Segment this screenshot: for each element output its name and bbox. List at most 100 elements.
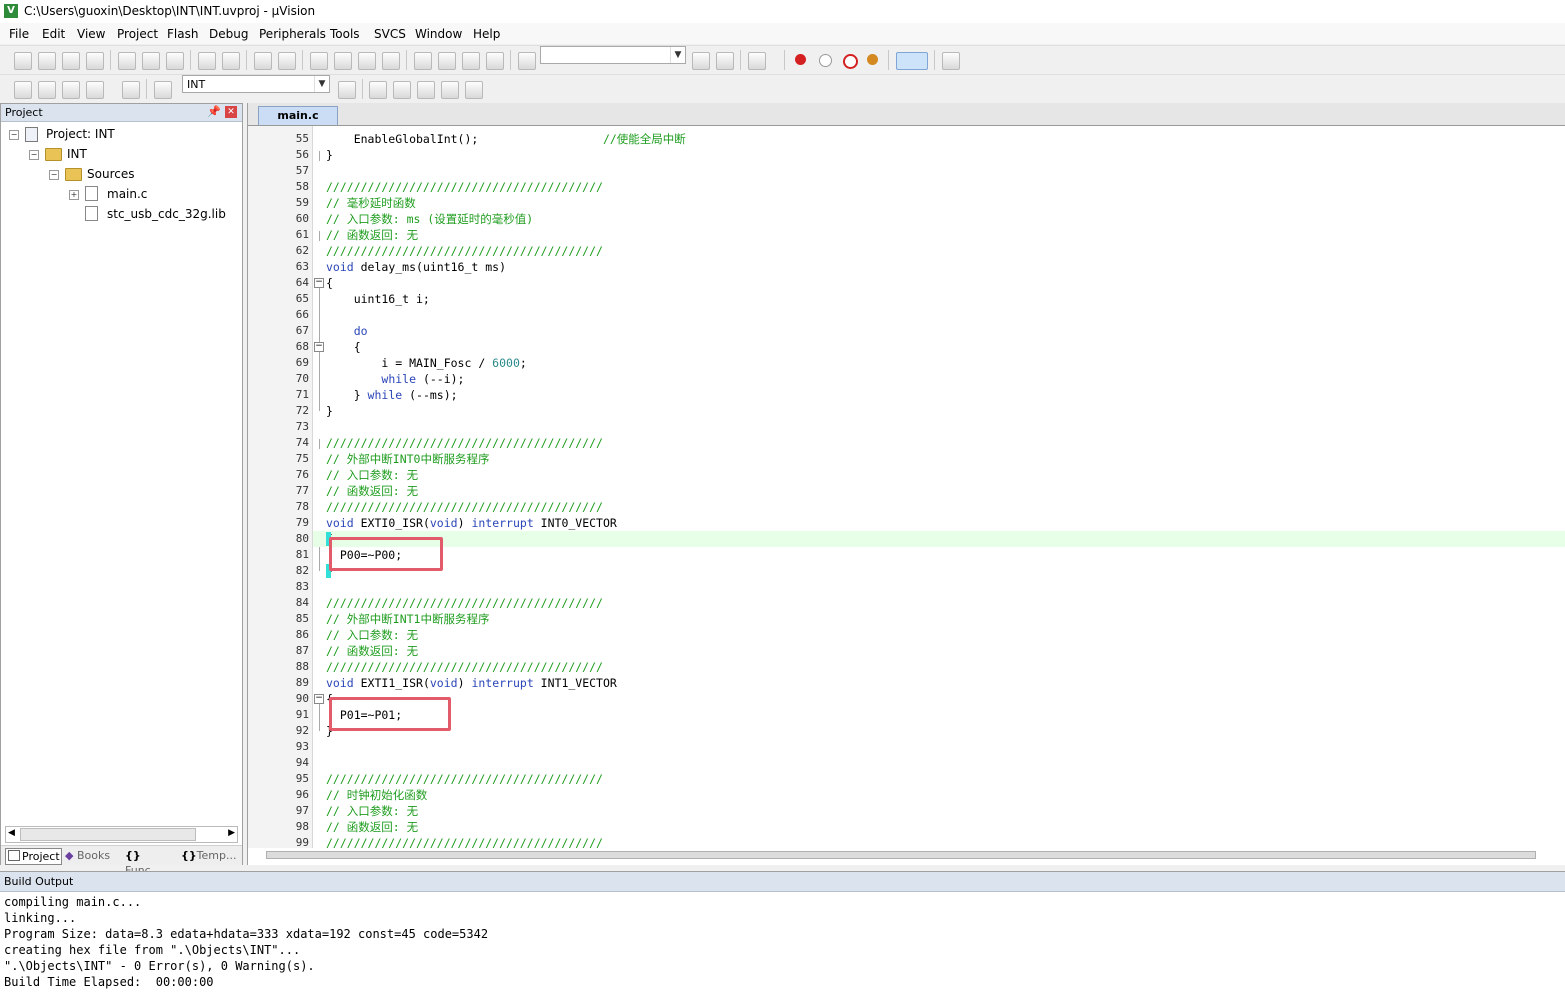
menu-svcs[interactable]: SVCS bbox=[374, 27, 406, 41]
cut-icon[interactable] bbox=[118, 52, 136, 70]
target-select[interactable]: INT ▼ bbox=[182, 75, 330, 93]
menu-edit[interactable]: Edit bbox=[42, 27, 66, 41]
copy-icon[interactable] bbox=[142, 52, 160, 70]
code-token: // 时钟初始化函数 bbox=[326, 788, 428, 802]
disable-breakpoint-icon[interactable] bbox=[819, 54, 832, 67]
functions-icon: {} bbox=[125, 849, 141, 862]
find-icon[interactable] bbox=[692, 52, 710, 70]
download-icon[interactable] bbox=[154, 81, 172, 99]
save-icon[interactable] bbox=[62, 52, 80, 70]
chevron-down-icon[interactable]: ▼ bbox=[670, 47, 685, 63]
scroll-right-icon[interactable]: ▶ bbox=[228, 828, 235, 838]
incremental-find-icon[interactable] bbox=[716, 52, 734, 70]
paste-icon[interactable] bbox=[166, 52, 184, 70]
project-horizontal-scrollbar[interactable]: ◀ ▶ bbox=[5, 826, 238, 843]
chevron-down-icon[interactable]: ▼ bbox=[314, 76, 329, 92]
select-packs-icon[interactable] bbox=[417, 81, 435, 99]
pin-icon[interactable]: 📌 bbox=[207, 105, 221, 118]
undo-icon[interactable] bbox=[198, 52, 216, 70]
fold-toggle-icon[interactable]: − bbox=[314, 693, 324, 704]
code-token: EnableGlobalInt(); bbox=[326, 132, 603, 146]
collapse-icon[interactable]: − bbox=[49, 170, 59, 180]
line-number: 99 bbox=[295, 836, 309, 849]
tab-books-label: Books bbox=[76, 849, 111, 862]
build-line: ".\Objects\INT" - 0 Error(s), 0 Warning(… bbox=[4, 959, 315, 973]
tree-project-root[interactable]: Project: INT bbox=[46, 127, 115, 141]
fold-toggle-icon[interactable]: − bbox=[314, 277, 324, 288]
open-file-icon[interactable] bbox=[38, 52, 56, 70]
build-icon[interactable] bbox=[38, 81, 56, 99]
prev-bookmark-icon[interactable] bbox=[334, 52, 352, 70]
manage-components-icon[interactable] bbox=[369, 81, 387, 99]
code-line: // 入口参数: ms (设置延时的毫秒值) bbox=[326, 211, 533, 227]
menu-window[interactable]: Window bbox=[415, 27, 463, 41]
target-options-icon[interactable] bbox=[338, 81, 356, 99]
indent-icon[interactable] bbox=[414, 52, 432, 70]
batch-build-icon[interactable] bbox=[86, 81, 104, 99]
fold-end-line bbox=[319, 231, 320, 241]
disable-all-breakpoints-icon[interactable] bbox=[843, 54, 858, 69]
breakpoint-icon[interactable] bbox=[795, 54, 806, 65]
brace-match-marker bbox=[326, 532, 331, 546]
code-token: INT1_VECTOR bbox=[533, 676, 617, 690]
tree-target[interactable]: INT bbox=[67, 147, 87, 161]
code-token: void bbox=[326, 260, 354, 274]
tree-group-sources[interactable]: Sources bbox=[87, 167, 135, 181]
redo-icon[interactable] bbox=[222, 52, 240, 70]
close-icon[interactable]: ✕ bbox=[225, 106, 237, 118]
uncomment-icon[interactable] bbox=[486, 52, 504, 70]
window-layout-icon[interactable] bbox=[896, 52, 928, 70]
new-file-icon[interactable] bbox=[14, 52, 32, 70]
find-in-files-icon[interactable] bbox=[518, 52, 536, 70]
code-line: //////////////////////////////////////// bbox=[326, 595, 603, 611]
code-editor[interactable]: EnableGlobalInt(); //使能全局中断}////////////… bbox=[313, 126, 1565, 848]
code-line: //////////////////////////////////////// bbox=[326, 771, 603, 787]
navigate-back-icon[interactable] bbox=[254, 52, 272, 70]
find-combo[interactable]: ▼ bbox=[540, 46, 686, 64]
rebuild-icon[interactable] bbox=[62, 81, 80, 99]
next-bookmark-icon[interactable] bbox=[358, 52, 376, 70]
unindent-icon[interactable] bbox=[438, 52, 456, 70]
tab-books[interactable]: ◆ Books bbox=[65, 848, 119, 863]
navigate-forward-icon[interactable] bbox=[278, 52, 296, 70]
editor-horizontal-scrollbar[interactable] bbox=[266, 851, 1536, 859]
stop-build-icon[interactable] bbox=[122, 81, 140, 99]
menu-tools[interactable]: Tools bbox=[330, 27, 360, 41]
run-time-environment-icon[interactable] bbox=[441, 81, 459, 99]
fold-line bbox=[319, 704, 320, 731]
menu-project[interactable]: Project bbox=[117, 27, 159, 41]
menu-help[interactable]: Help bbox=[473, 27, 501, 41]
code-token: i = MAIN_Fosc / bbox=[326, 356, 493, 370]
pack-installer-icon[interactable] bbox=[465, 81, 483, 99]
menu-debug[interactable]: Debug bbox=[209, 27, 249, 41]
expand-icon[interactable]: + bbox=[69, 190, 79, 200]
save-all-icon[interactable] bbox=[86, 52, 104, 70]
translate-icon[interactable] bbox=[14, 81, 32, 99]
scrollbar-thumb[interactable] bbox=[20, 828, 196, 841]
tab-functions[interactable]: {} Func... bbox=[125, 848, 177, 877]
scroll-left-icon[interactable]: ◀ bbox=[8, 828, 15, 838]
tab-main-c[interactable]: main.c bbox=[258, 106, 338, 125]
build-output-log[interactable]: compiling main.c... linking... Program S… bbox=[4, 894, 488, 990]
code-token: (--ms); bbox=[402, 388, 458, 402]
tab-project[interactable]: Project bbox=[5, 848, 62, 865]
code-line: P00=~P00; bbox=[326, 547, 402, 563]
build-output-header: Build Output bbox=[0, 872, 1565, 892]
tree-file-main-c[interactable]: main.c bbox=[107, 187, 148, 201]
tab-templates[interactable]: {}Temp... bbox=[181, 848, 239, 863]
menu-file[interactable]: File bbox=[9, 27, 30, 41]
clear-bookmarks-icon[interactable] bbox=[382, 52, 400, 70]
fold-toggle-icon[interactable]: − bbox=[314, 341, 324, 352]
tree-file-lib[interactable]: stc_usb_cdc_32g.lib bbox=[107, 207, 226, 221]
debug-session-icon[interactable] bbox=[748, 52, 766, 70]
kill-breakpoints-icon[interactable] bbox=[867, 54, 878, 65]
menu-peripherals[interactable]: Peripherals bbox=[259, 27, 326, 41]
configure-wrench-icon[interactable] bbox=[942, 52, 960, 70]
collapse-icon[interactable]: − bbox=[29, 150, 39, 160]
manage-project-items-icon[interactable] bbox=[393, 81, 411, 99]
menu-flash[interactable]: Flash bbox=[167, 27, 199, 41]
menu-view[interactable]: View bbox=[77, 27, 106, 41]
bookmark-icon[interactable] bbox=[310, 52, 328, 70]
comment-icon[interactable] bbox=[462, 52, 480, 70]
collapse-icon[interactable]: − bbox=[9, 130, 19, 140]
